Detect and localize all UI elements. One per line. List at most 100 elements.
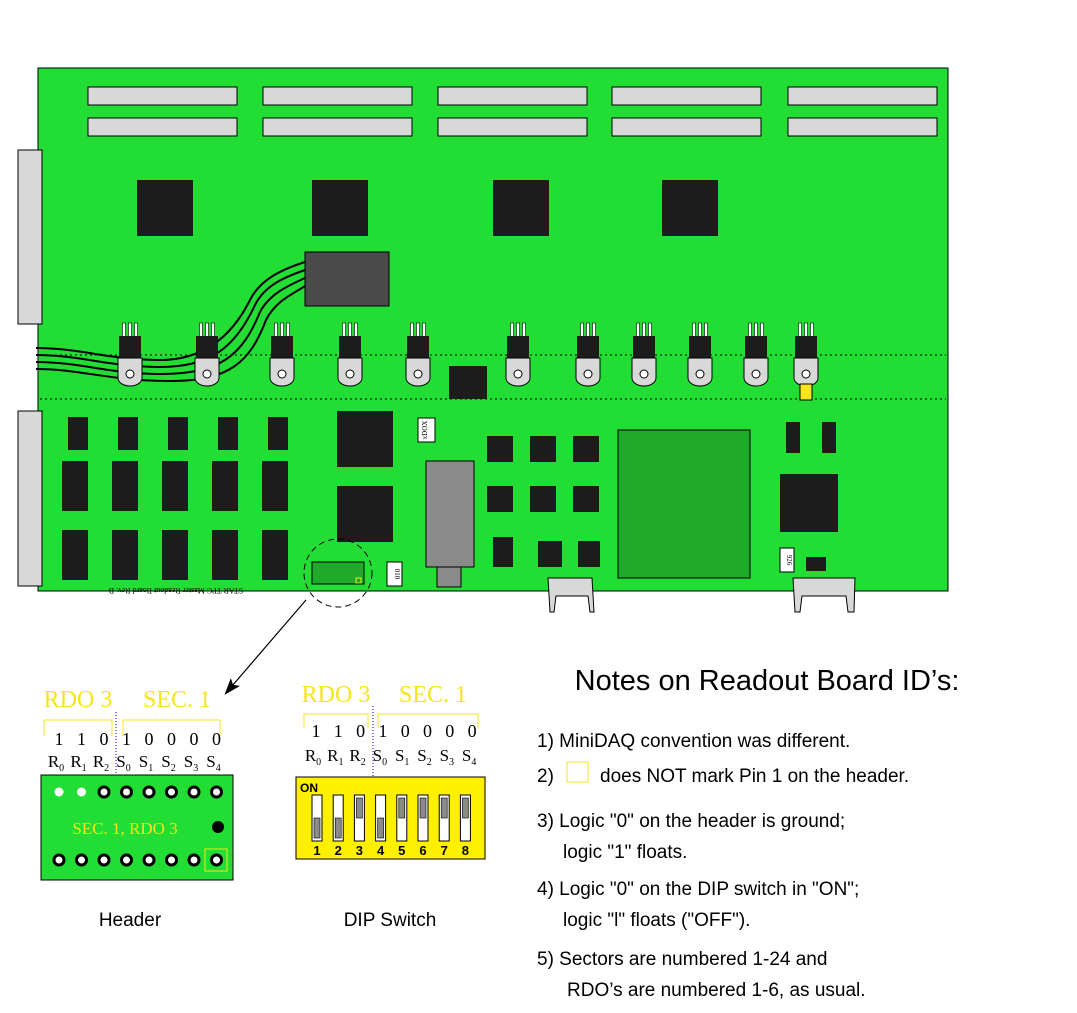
note-3-line2: logic "1" floats. bbox=[563, 842, 687, 863]
header-pin-label-1: R1 bbox=[70, 752, 86, 774]
dip-switch-number: 3 bbox=[356, 843, 363, 858]
dip-caption: DIP Switch bbox=[344, 910, 437, 931]
dip-switch-number: 7 bbox=[441, 843, 448, 858]
dip-toggle-1: 1 bbox=[311, 794, 323, 858]
header-pin-label-0: R0 bbox=[48, 752, 64, 774]
voltage-regulators bbox=[117, 322, 819, 401]
header-pin-label-3: S0 bbox=[116, 752, 130, 774]
board-silkscreen: STAR TPC Master Readout Board Rev. B bbox=[109, 586, 243, 595]
note-4-line1: 4) Logic "0" on the DIP switch in "ON"; bbox=[537, 879, 859, 900]
dip-bit-6: 0 bbox=[445, 721, 454, 741]
header-pin-label-7: S4 bbox=[206, 752, 220, 774]
dip-toggle-4: 4 bbox=[375, 794, 387, 858]
notes-title: Notes on Readout Board ID’s: bbox=[575, 665, 960, 697]
dip-sec-label: SEC. 1 bbox=[399, 682, 467, 708]
chip-label-top: xDOX bbox=[421, 421, 429, 440]
dip-switch-number: 2 bbox=[335, 843, 342, 858]
dip-switch-number: 4 bbox=[377, 843, 385, 858]
dip-bit-1: 1 bbox=[334, 721, 343, 741]
header-board-text: SEC. 1, RDO 3 bbox=[72, 819, 177, 838]
header-pin-label-2: R2 bbox=[93, 752, 109, 774]
header-pin1-box bbox=[204, 848, 228, 872]
note-1: 1) MiniDAQ convention was different. bbox=[537, 731, 850, 752]
header-bit-5: 0 bbox=[167, 729, 176, 749]
dip-bit-5: 0 bbox=[423, 721, 432, 741]
zoom-arrow bbox=[224, 599, 307, 695]
header-bit-7: 0 bbox=[212, 729, 221, 749]
zoom-circle bbox=[303, 538, 373, 608]
dip-switch-body bbox=[295, 776, 486, 860]
dip-on-label: ON bbox=[300, 781, 318, 795]
header-bit-6: 0 bbox=[190, 729, 199, 749]
chip-label-right: 926 bbox=[785, 555, 793, 566]
lower-left-chips bbox=[62, 417, 288, 580]
dip-pin-label-3: S0 bbox=[373, 746, 387, 768]
regulator bbox=[793, 322, 819, 401]
dip-pin-label-4: S1 bbox=[395, 746, 409, 768]
readout-board: xDOX 010 926 STAR TPC Ma bbox=[17, 67, 949, 613]
dip-pin-label-2: R2 bbox=[349, 746, 365, 768]
dip-rdo-label: RDO 3 bbox=[302, 682, 371, 708]
center-chips bbox=[487, 436, 600, 567]
dip-toggle-7: 7 bbox=[438, 794, 450, 858]
dip-bit-3: 1 bbox=[378, 721, 387, 741]
note-4-line2: logic "l" floats ("OFF"). bbox=[563, 910, 750, 931]
dip-switch-number: 8 bbox=[462, 843, 469, 858]
edge-connector-bottom bbox=[17, 410, 43, 587]
header-sec-label: SEC. 1 bbox=[143, 687, 211, 713]
chip-label-small: 010 bbox=[393, 569, 401, 580]
regulator bbox=[194, 322, 220, 387]
gray-module bbox=[304, 251, 390, 307]
dip-toggle-6: 6 bbox=[417, 794, 429, 858]
upper-chips bbox=[137, 180, 718, 236]
dip-pin-label-1: R1 bbox=[327, 746, 343, 768]
header-pin-top bbox=[76, 786, 87, 798]
dip-bit-2: 0 bbox=[356, 721, 365, 741]
header-pin-label-4: S1 bbox=[139, 752, 153, 774]
regulator bbox=[743, 322, 769, 387]
dip-toggle-5: 5 bbox=[396, 794, 408, 858]
regulator bbox=[631, 322, 657, 387]
dip-bit-4: 0 bbox=[401, 721, 410, 741]
header-pin-top bbox=[53, 786, 65, 798]
dip-bit-7: 0 bbox=[468, 721, 477, 741]
header-bit-3: 1 bbox=[122, 729, 131, 749]
dip-toggle-2: 2 bbox=[332, 794, 344, 858]
header-bit-4: 0 bbox=[145, 729, 154, 749]
regulator bbox=[117, 322, 143, 387]
header-bit-0: 1 bbox=[55, 729, 64, 749]
dip-pin-label-5: S2 bbox=[417, 746, 431, 768]
note-5-line1: 5) Sectors are numbered 1-24 and bbox=[537, 949, 827, 970]
regulator bbox=[505, 322, 531, 387]
regulator bbox=[405, 322, 431, 387]
dip-toggle-3: 3 bbox=[353, 794, 365, 858]
note-5-line2: RDO’s are numbered 1-6, as usual. bbox=[567, 980, 866, 1001]
note-2-text: does NOT mark Pin 1 on the header. bbox=[600, 766, 909, 787]
note-2-yellow-box bbox=[566, 761, 589, 783]
header-pin-label-6: S3 bbox=[184, 752, 198, 774]
dip-bit-0: 1 bbox=[312, 721, 321, 741]
dip-switch-number: 1 bbox=[313, 843, 320, 858]
top-connector-strips bbox=[87, 86, 938, 137]
header-caption: Header bbox=[99, 910, 162, 931]
regulator bbox=[575, 322, 601, 387]
dip-pin-label-0: R0 bbox=[305, 746, 321, 768]
header-bit-1: 1 bbox=[77, 729, 86, 749]
edge-connector-top bbox=[17, 149, 43, 325]
note-3-line1: 3) Logic "0" on the header is ground; bbox=[537, 811, 845, 832]
header-board bbox=[40, 774, 234, 881]
dip-switch-number: 6 bbox=[419, 843, 426, 858]
dip-switch-number: 5 bbox=[398, 843, 405, 858]
header-rdo-label: RDO 3 bbox=[44, 687, 113, 713]
dip-toggle-8: 8 bbox=[459, 794, 471, 858]
fpga-area bbox=[617, 429, 751, 579]
header-pin-label-5: S2 bbox=[161, 752, 175, 774]
regulator bbox=[687, 322, 713, 387]
dip-pin-label-7: S4 bbox=[462, 746, 476, 768]
dip-pin-label-6: S3 bbox=[440, 746, 454, 768]
regulator bbox=[269, 322, 295, 387]
note-2-prefix: 2) bbox=[537, 766, 554, 787]
